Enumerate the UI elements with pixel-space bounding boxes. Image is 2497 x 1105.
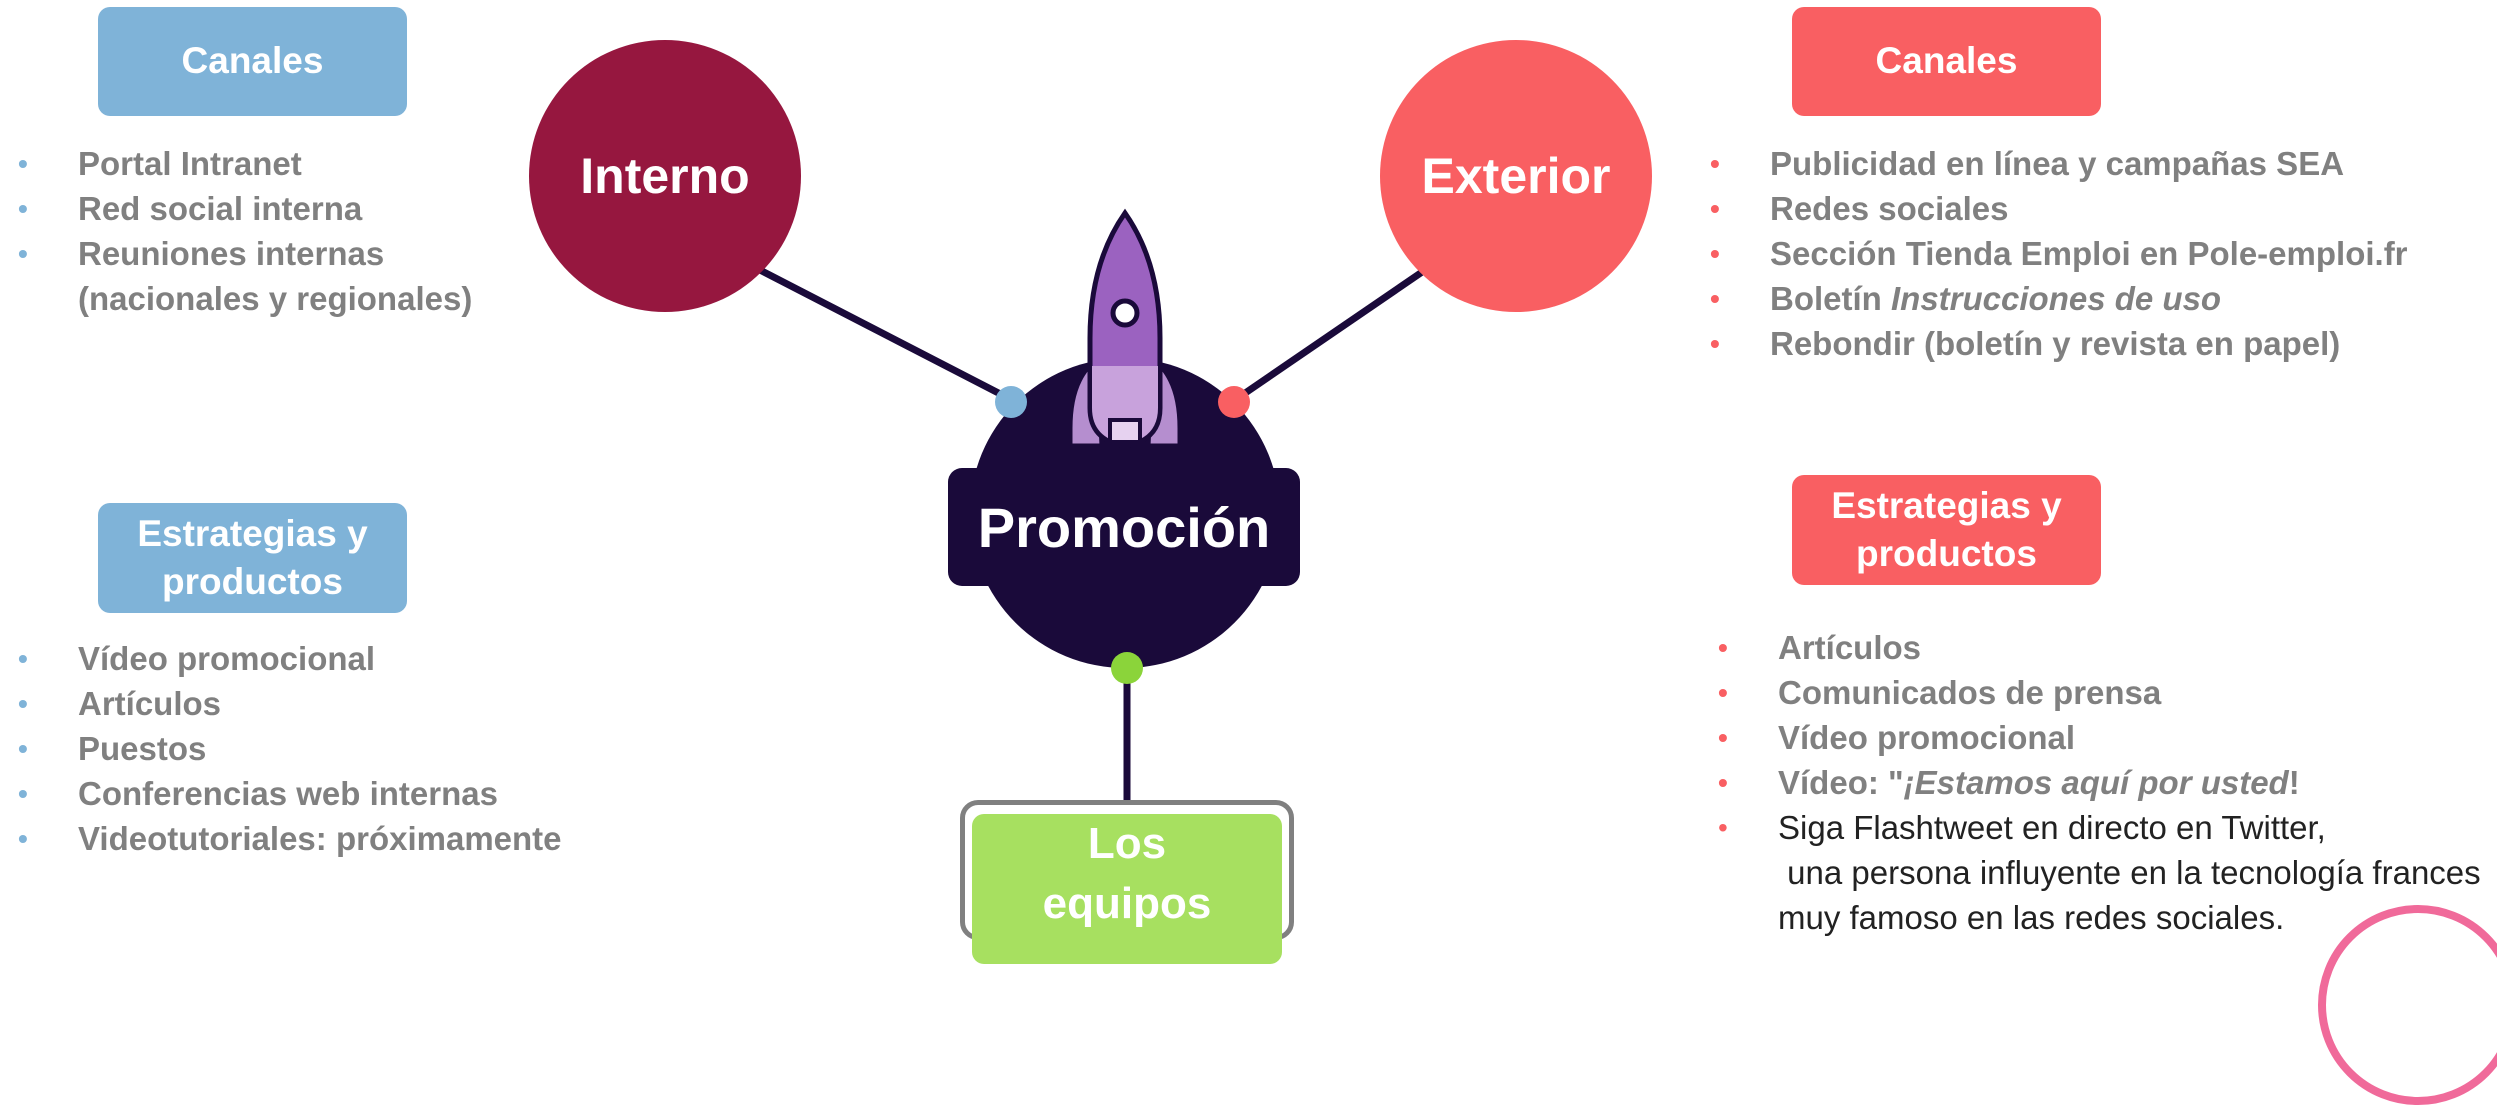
list-item: Artículos [18,681,562,726]
teams-connector-dot [1111,652,1143,684]
external-strategies-list: Artículos Comunicados de prensa Vídeo pr… [1718,625,2481,940]
connectors [758,266,1427,805]
list-item: Redes sociales [1710,186,2408,231]
teams-box: Los equipos [972,814,1282,964]
internal-connector-dot [995,386,1027,418]
list-item: Reuniones internas(nacionales y regional… [18,231,472,321]
list-item: Conferencias web internas [18,771,562,816]
internal-strategies-list: Vídeo promocional Artículos Puestos Conf… [18,636,562,861]
list-item: Vídeo promocional [1718,715,2481,760]
list-item: Comunicados de prensa [1718,670,2481,715]
center-title-box: Promoción [948,468,1300,586]
list-item: Videotutoriales: próximamente [18,816,562,861]
external-circle: Exterior [1380,40,1652,312]
internal-channels-title: Canales [98,7,407,116]
list-item: Vídeo promocional [18,636,562,681]
rocket-icon [1060,208,1190,453]
list-item: Rebondir (boletín y revista en papel) [1710,321,2408,366]
teams-label-line2: equipos [1042,879,1212,928]
list-item: Boletín Instrucciones de uso [1710,276,2408,321]
list-item: Puestos [18,726,562,771]
list-item: Siga Flashtweet en directo en Twitter, u… [1718,805,2481,940]
internal-strategies-title: Estrategias y productos [98,503,407,613]
list-item: Publicidad en línea y campañas SEA [1710,141,2408,186]
external-connector-dot [1218,386,1250,418]
list-item: Artículos [1718,625,2481,670]
list-item: Vídeo: "¡Estamos aquí por usted! [1718,760,2481,805]
center-title: Promoción [977,495,1271,559]
internal-circle: Interno [529,40,801,312]
decorative-ring [2318,905,2497,1105]
external-channels-title: Canales [1792,7,2101,116]
external-channels-list: Publicidad en línea y campañas SEA Redes… [1710,141,2408,366]
teams-label-line1: Los [1087,819,1167,868]
external-strategies-title: Estrategias y productos [1792,475,2101,585]
list-item: Portal Intranet [18,141,472,186]
list-item: Sección Tienda Emploi en Pole-emploi.fr [1710,231,2408,276]
list-item: Red social interna [18,186,472,231]
internal-channels-list: Portal Intranet Red social interna Reuni… [18,141,472,321]
